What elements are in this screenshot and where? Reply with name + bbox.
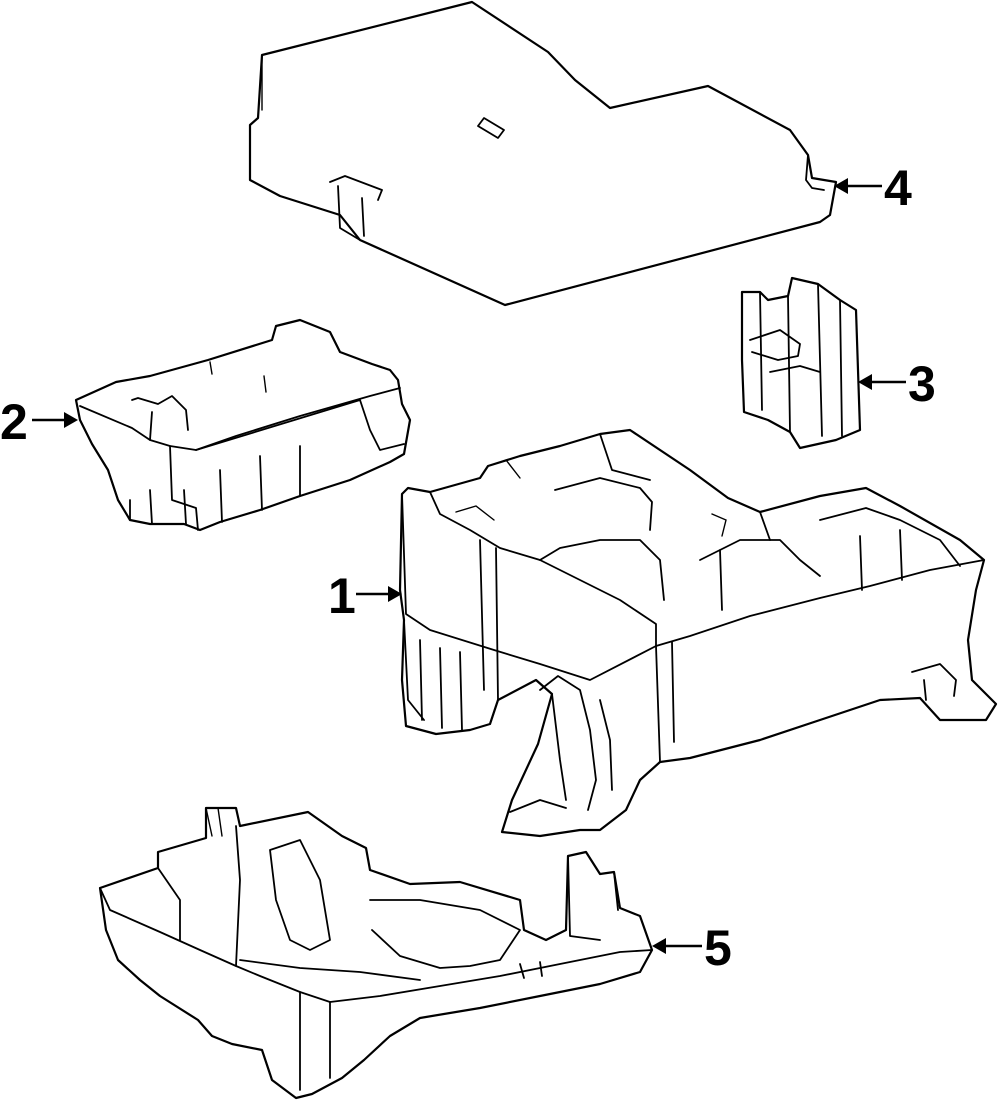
callout-label-4: 4 <box>884 160 912 216</box>
callout-label-5: 5 <box>704 920 732 976</box>
part-5-lower-case[interactable] <box>98 806 654 1100</box>
callout-2 <box>32 412 78 428</box>
callout-label-3: 3 <box>908 356 936 412</box>
callout-1 <box>356 586 402 602</box>
callout-4 <box>834 178 882 194</box>
part-3-relay-block[interactable] <box>740 276 862 450</box>
part-2-fuse-module[interactable] <box>74 318 412 532</box>
callout-3 <box>858 374 906 390</box>
callout-label-1: 1 <box>328 568 356 624</box>
part-1-relay-box[interactable] <box>398 428 998 838</box>
part-4-cover[interactable] <box>248 0 838 307</box>
callout-5 <box>652 938 702 954</box>
callout-label-2: 2 <box>0 394 28 450</box>
